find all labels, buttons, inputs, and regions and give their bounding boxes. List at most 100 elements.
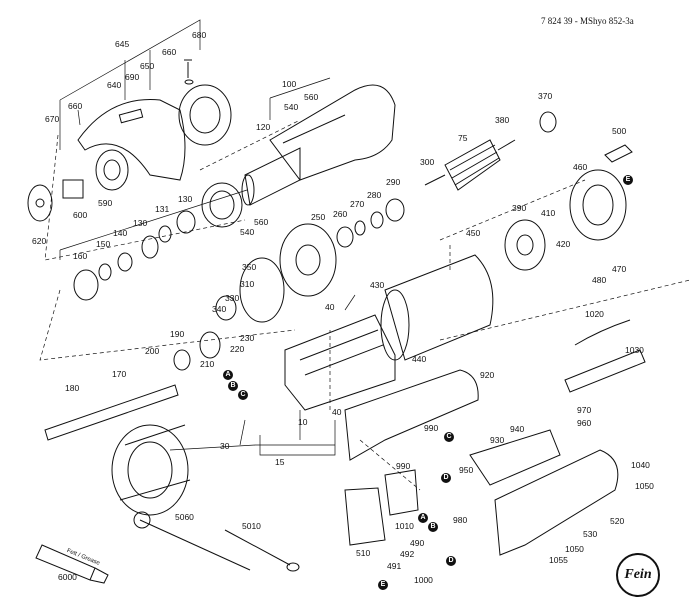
label-30: 30 xyxy=(220,441,230,451)
label-1055: 1055 xyxy=(549,555,568,565)
label-680: 680 xyxy=(192,30,207,40)
label-930: 930 xyxy=(490,435,505,445)
label-5010: 5010 xyxy=(242,521,261,531)
label-540: 540 xyxy=(284,102,299,112)
label-75: 75 xyxy=(458,133,468,143)
label-690: 690 xyxy=(125,72,140,82)
label-300: 300 xyxy=(420,157,435,167)
label-290: 290 xyxy=(386,177,401,187)
label-440: 440 xyxy=(412,354,427,364)
label-380: 380 xyxy=(495,115,510,125)
part-75-armature xyxy=(444,139,501,191)
label-670: 670 xyxy=(45,114,60,124)
label-470: 470 xyxy=(612,264,627,274)
part-590-pulley xyxy=(95,149,129,191)
part-160-gear xyxy=(73,269,99,301)
marker-d: D xyxy=(441,473,451,483)
label-960: 960 xyxy=(577,418,592,428)
part-650-ring xyxy=(178,84,232,146)
label-350: 350 xyxy=(242,262,257,272)
label-1030: 1030 xyxy=(625,345,644,355)
marker-a: A xyxy=(223,370,233,380)
label-15: 15 xyxy=(275,457,285,467)
label-370: 370 xyxy=(538,91,553,101)
part-120-tube xyxy=(244,147,301,206)
part-100-housing xyxy=(269,84,396,181)
label-490: 490 xyxy=(410,538,425,548)
part-500-clip xyxy=(604,144,633,163)
label-950: 950 xyxy=(459,465,474,475)
label-310: 310 xyxy=(240,279,255,289)
marker-c: C xyxy=(238,390,248,400)
label-130b: 130 xyxy=(133,218,148,228)
label-920: 920 xyxy=(480,370,495,380)
label-460: 460 xyxy=(573,162,588,172)
label-590: 590 xyxy=(98,198,113,208)
part-620-flange xyxy=(27,184,53,222)
label-210: 210 xyxy=(200,359,215,369)
label-120: 120 xyxy=(256,122,271,132)
part-290-bearing xyxy=(385,198,405,222)
part-640-cover xyxy=(77,99,186,181)
label-100: 100 xyxy=(282,79,297,89)
part-510-plate xyxy=(344,487,386,546)
label-492: 492 xyxy=(400,549,415,559)
part-1020-cable xyxy=(574,319,631,346)
label-940: 940 xyxy=(510,424,525,434)
label-620: 620 xyxy=(32,236,47,246)
part-5060-wrench xyxy=(139,519,251,571)
marker-e: E xyxy=(623,175,633,185)
brand-logo: Fein xyxy=(616,553,660,597)
label-1010: 1010 xyxy=(395,521,414,531)
label-260: 260 xyxy=(333,209,348,219)
label-280: 280 xyxy=(367,190,382,200)
part-390-fan xyxy=(504,219,546,271)
label-660b: 660 xyxy=(68,101,83,111)
label-340: 340 xyxy=(212,304,227,314)
label-640: 640 xyxy=(107,80,122,90)
part-1040-cover xyxy=(494,449,619,556)
label-1050b: 1050 xyxy=(565,544,584,554)
part-170-shaft xyxy=(44,384,179,441)
label-150: 150 xyxy=(96,239,111,249)
label-40b: 40 xyxy=(332,407,342,417)
label-190: 190 xyxy=(170,329,185,339)
label-180: 180 xyxy=(65,383,80,393)
label-220: 220 xyxy=(230,344,245,354)
label-1050: 1050 xyxy=(635,481,654,491)
part-1030-grommet xyxy=(564,349,646,393)
part-10-gear-case xyxy=(284,314,396,411)
part-280-washer xyxy=(370,211,384,229)
part-190-bearing xyxy=(173,349,191,371)
part-130b-bearing xyxy=(176,210,196,234)
part-140-washer xyxy=(117,252,133,272)
label-430: 430 xyxy=(370,280,385,290)
label-450: 450 xyxy=(466,228,481,238)
label-500: 500 xyxy=(612,126,627,136)
label-990b: 990 xyxy=(396,461,411,471)
part-1010-plate xyxy=(384,469,419,516)
part-150-washer xyxy=(98,263,112,281)
label-270: 270 xyxy=(350,199,365,209)
part-460-brush-ring xyxy=(569,169,627,241)
part-930-switch xyxy=(469,429,561,486)
part-210-gear xyxy=(199,331,221,359)
document-id: 7 824 39 - MShyo 852-3a xyxy=(541,16,634,26)
label-560: 560 xyxy=(304,92,319,102)
label-170: 170 xyxy=(112,369,127,379)
part-350-circlip xyxy=(239,257,285,323)
label-980: 980 xyxy=(453,515,468,525)
label-970: 970 xyxy=(577,405,592,415)
label-1020: 1020 xyxy=(585,309,604,319)
label-250: 250 xyxy=(311,212,326,222)
label-560b: 560 xyxy=(254,217,269,227)
label-1000: 1000 xyxy=(414,575,433,585)
part-680-bolt xyxy=(184,59,192,78)
part-920-handle xyxy=(344,369,479,461)
part-440-motor-can xyxy=(384,254,494,361)
part-600-sleeve xyxy=(62,179,84,199)
part-131-washer xyxy=(158,225,172,243)
part-5010-pin xyxy=(224,529,291,566)
